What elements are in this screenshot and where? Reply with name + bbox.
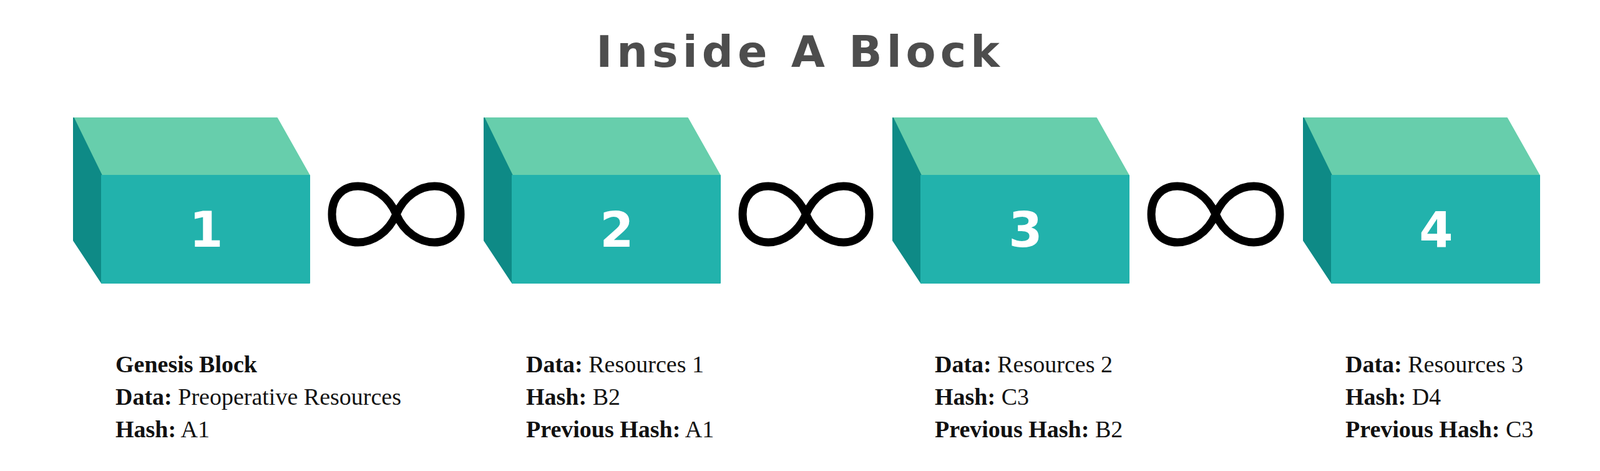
block-field: Data: Resources 3 <box>1345 347 1534 381</box>
cube-top-face <box>73 117 310 176</box>
field-value: Resources 1 <box>582 350 704 377</box>
field-key: Hash: <box>526 383 587 410</box>
block-field: Hash: B2 <box>526 380 714 413</box>
block-field: Hash: C3 <box>934 380 1123 413</box>
block-field: Previous Hash: B2 <box>934 412 1123 445</box>
field-key: Previous Hash: <box>526 415 681 442</box>
block-cube: 3Data: Resources 2Hash: C3Previous Hash:… <box>890 115 1131 284</box>
field-key: Data: <box>526 350 583 377</box>
cube-shape <box>1301 115 1541 284</box>
block-cube: 4Data: Resources 3Hash: D4Previous Hash:… <box>1301 115 1541 284</box>
infinity-link <box>1151 185 1280 243</box>
field-value: Resources 3 <box>1402 350 1524 377</box>
field-value: B2 <box>1088 415 1123 442</box>
infinity-link <box>742 185 870 243</box>
cube-side-face <box>892 117 922 283</box>
block-details: Data: Resources 2Hash: C3Previous Hash: … <box>934 347 1123 445</box>
field-value: B2 <box>586 383 621 410</box>
field-value: D4 <box>1405 383 1441 410</box>
block-field: Data: Resources 1 <box>526 347 714 381</box>
cube-top-face <box>1303 117 1540 176</box>
block-details: Data: Resources 3Hash: D4Previous Hash: … <box>1345 347 1534 445</box>
block-details: Data: Resources 1Hash: B2Previous Hash: … <box>526 347 714 445</box>
field-key: Data: <box>934 350 992 377</box>
field-key: Previous Hash: <box>934 415 1089 442</box>
block-field: Hash: D4 <box>1345 380 1534 413</box>
field-key: Data: <box>115 383 173 410</box>
block-details: Genesis BlockData: Preoperative Resource… <box>115 347 402 445</box>
cube-top-face <box>892 117 1129 176</box>
block-field: Previous Hash: A1 <box>526 412 714 445</box>
infinity-link <box>331 185 461 243</box>
block-number: 3 <box>921 175 1131 284</box>
block-number: 2 <box>512 175 722 284</box>
block-number: 4 <box>1331 175 1541 284</box>
field-key: Hash: <box>934 383 996 410</box>
diagram-title: Inside A Block <box>0 29 1600 74</box>
cube-top-face <box>484 117 721 176</box>
cube-shape <box>890 115 1131 284</box>
block-cube: 1Genesis BlockData: Preoperative Resourc… <box>71 115 311 284</box>
field-key: Previous Hash: <box>1345 415 1500 442</box>
cube-side-face <box>73 117 102 283</box>
field-key: Hash: <box>115 415 176 442</box>
block-cube: 2Data: Resources 1Hash: B2Previous Hash:… <box>481 115 722 284</box>
cube-shape <box>71 115 311 284</box>
block-field: Previous Hash: C3 <box>1345 412 1534 445</box>
field-value: C3 <box>995 383 1030 410</box>
block-number: 1 <box>101 175 311 284</box>
block-field: Data: Resources 2 <box>934 347 1123 381</box>
cube-shape <box>481 115 722 284</box>
field-value: Resources 2 <box>991 350 1113 377</box>
field-value: A1 <box>680 415 714 442</box>
block-field: Hash: A1 <box>115 412 402 445</box>
field-value: C3 <box>1499 415 1534 442</box>
cube-side-face <box>1303 117 1332 283</box>
block-field: Data: Preoperative Resources <box>115 380 402 413</box>
field-key: Data: <box>1345 350 1403 377</box>
field-value: Preoperative Resources <box>172 383 402 410</box>
block-field: Genesis Block <box>115 347 402 381</box>
field-key: Hash: <box>1345 383 1406 410</box>
cube-side-face <box>484 117 513 283</box>
field-value: A1 <box>175 415 210 442</box>
